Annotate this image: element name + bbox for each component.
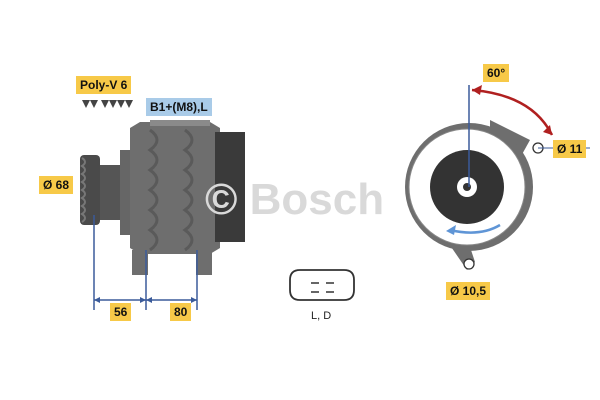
dimension-left-label: 56 — [110, 303, 132, 321]
connector-plug-icon — [289, 269, 355, 301]
watermark: © Bosch — [205, 175, 385, 224]
belt-type-label: Poly-V 6 — [76, 76, 132, 94]
pulley-diameter-label: Ø 68 — [39, 176, 74, 194]
alternator-body — [130, 120, 245, 275]
hole-bottom-label: Ø 10,5 — [446, 282, 491, 300]
dimension-lines — [93, 215, 198, 310]
terminal-label: B1+(M8),L — [146, 98, 212, 116]
rotation-arrow-icon — [471, 85, 554, 136]
connector-label: L, D — [311, 310, 332, 322]
angle-label: 60° — [483, 64, 510, 82]
front-view — [405, 85, 590, 270]
rotation-direction-icon — [446, 223, 501, 235]
pulley — [80, 150, 130, 235]
hole-top-label: Ø 11 — [553, 140, 587, 158]
belt-groove-icon — [82, 100, 133, 108]
dimension-right-label: 80 — [170, 303, 192, 321]
